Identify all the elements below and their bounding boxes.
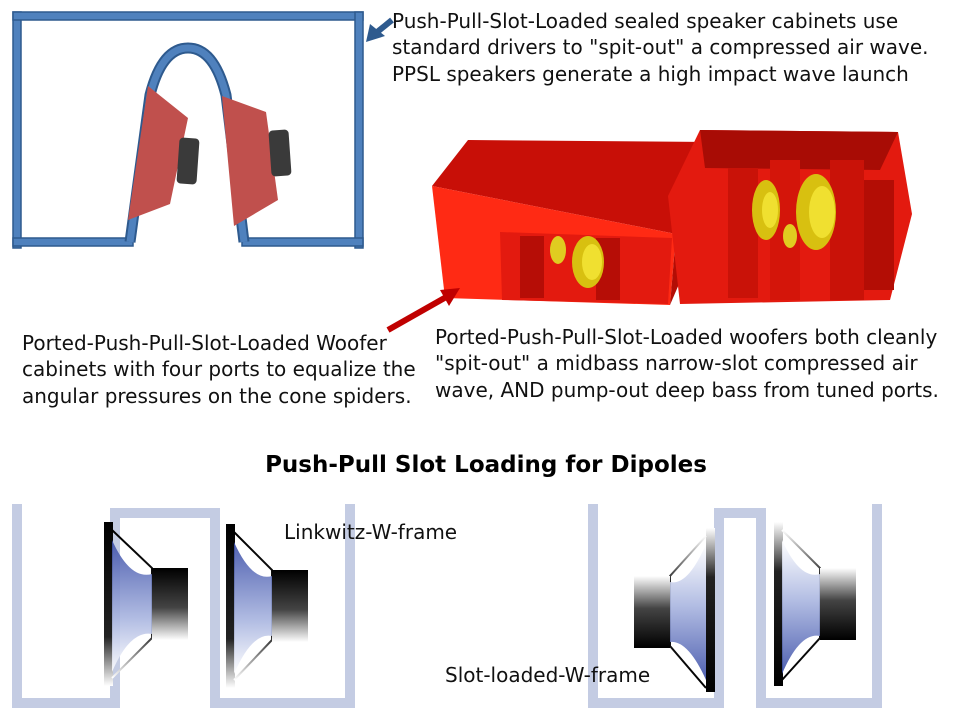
caption-ported-right: Ported-Push-Pull-Slot-Loaded woofers bot… (435, 324, 939, 403)
caption-line: angular pressures on the cone spiders. (22, 383, 412, 408)
caption-line: standard drivers to "spit-out" a compres… (392, 35, 929, 60)
caption-line: wave, AND pump-out deep bass from tuned … (435, 377, 939, 402)
caption-ppsl-sealed: Push-Pull-Slot-Loaded sealed speaker cab… (392, 8, 929, 87)
label-linkwitz-w-frame: Linkwitz-W-frame (284, 520, 458, 544)
ppsl-sealed-cabinet-diagram (12, 11, 364, 249)
pointer-arrow-ppsl (366, 17, 394, 42)
section-heading: Push-Pull Slot Loading for Dipoles (265, 452, 707, 478)
caption-line: "spit-out" a midbass narrow-slot compres… (435, 351, 918, 376)
caption-line: PPSL speakers generate a high impact wav… (392, 61, 909, 86)
caption-line: Ported-Push-Pull-Slot-Loaded woofers bot… (435, 325, 938, 349)
linkwitz-w-frame-diagram (12, 504, 355, 708)
label-slot-loaded-w-frame: Slot-loaded-W-frame (445, 663, 651, 687)
pointer-arrow-ported (386, 288, 460, 333)
ported-cabinet-render-left (432, 140, 712, 305)
caption-line: Push-Pull-Slot-Loaded sealed speaker cab… (392, 9, 899, 33)
caption-line: cabinets with four ports to equalize the (22, 357, 416, 382)
caption-line: Ported-Push-Pull-Slot-Loaded Woofer (22, 331, 387, 355)
caption-ported-left: Ported-Push-Pull-Slot-Loaded Woofer cabi… (22, 330, 416, 409)
ported-cabinet-render-right (668, 130, 912, 304)
slot-loaded-w-frame-diagram (588, 504, 882, 708)
